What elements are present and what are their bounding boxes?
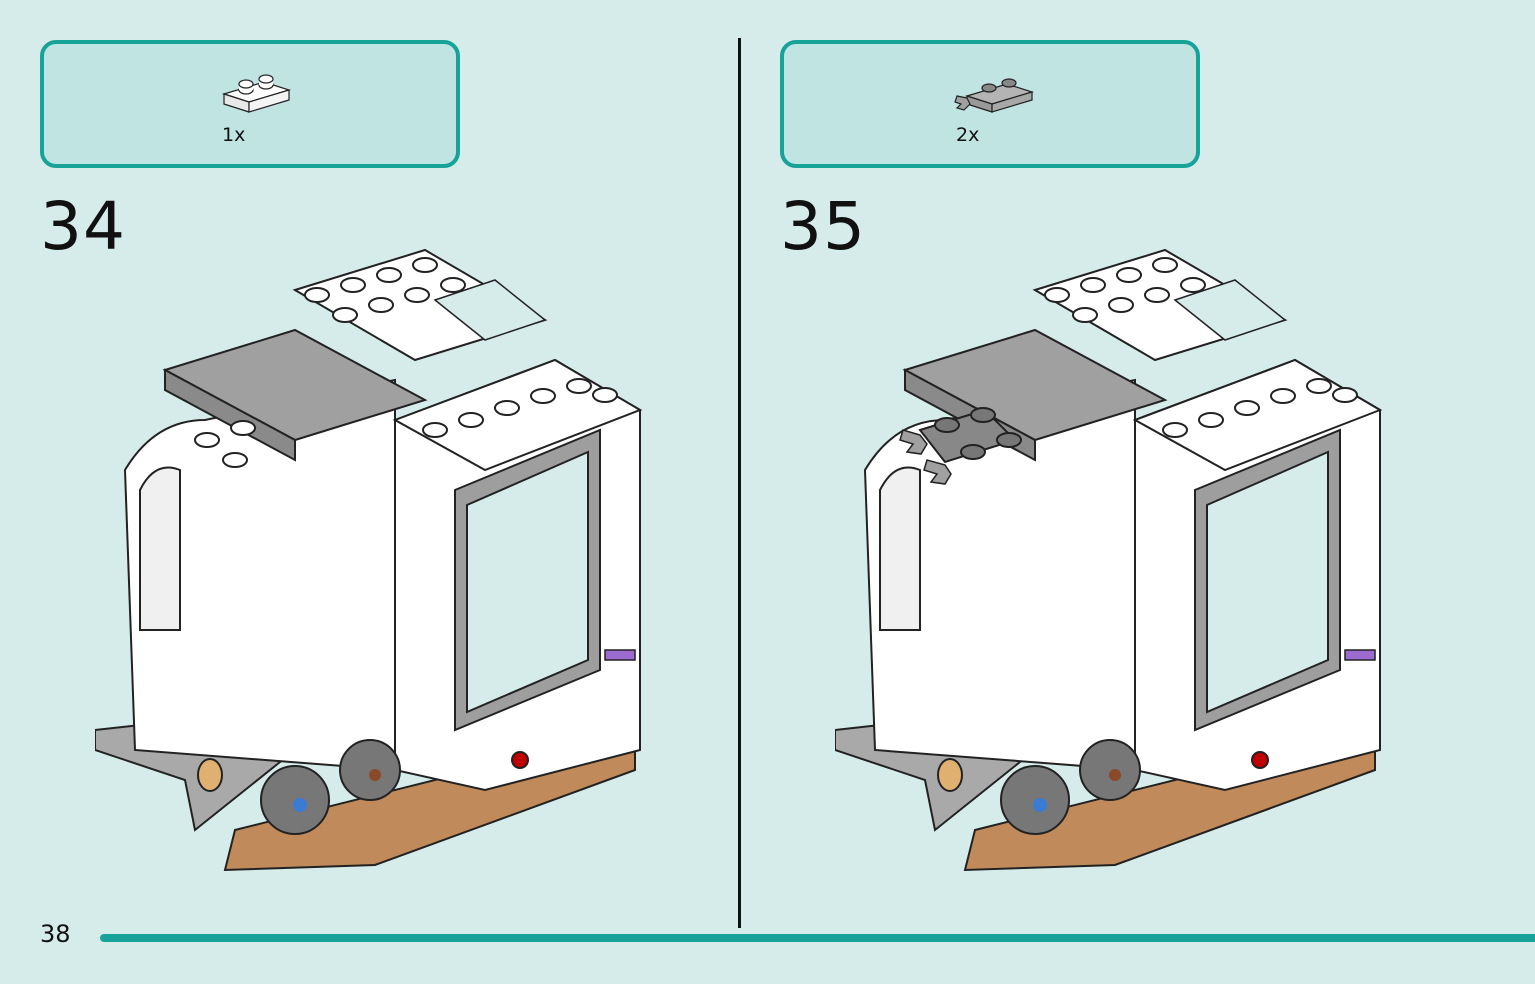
parts-callout-step-35: 2x [780, 40, 1200, 168]
white-plate-1x2-icon [221, 74, 292, 113]
footer-bar [100, 934, 1535, 942]
step-number: 35 [780, 188, 866, 265]
parts-callout-step-34: 1x [40, 40, 460, 168]
page-number: 38 [40, 920, 71, 948]
part-quantity: 1x [222, 124, 246, 146]
part-quantity: 2x [956, 124, 980, 146]
step-number: 34 [40, 188, 126, 265]
page-divider [738, 38, 741, 928]
grey-plate-with-clip-icon [954, 78, 1035, 113]
build-illustration-step-35 [835, 248, 1383, 872]
build-illustration-step-34 [95, 248, 643, 872]
